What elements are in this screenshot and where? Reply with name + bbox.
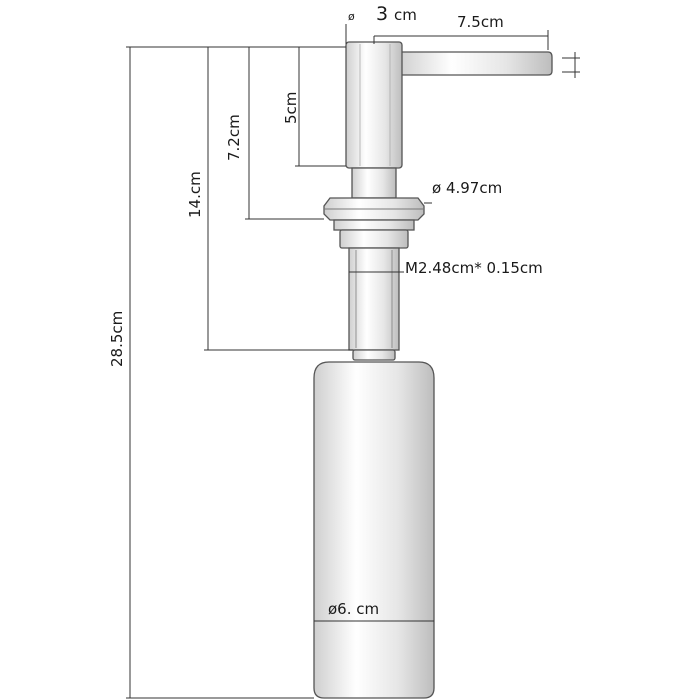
- nozzle-diameter-symbol: ø: [348, 10, 355, 23]
- dispenser-outline: [313, 41, 553, 699]
- head-neck: [351, 167, 397, 199]
- collar-height-label: 7.2cm: [225, 114, 243, 161]
- head-height-label: 5cm: [282, 92, 300, 124]
- spout-arm: [397, 51, 553, 76]
- bottle-connector: [352, 349, 396, 361]
- spout-length-label: 7.5cm: [457, 13, 504, 31]
- pump-head: [345, 41, 403, 169]
- total-height-label: 28.5cm: [108, 311, 126, 367]
- flange-diameter-label: ø 4.97cm: [432, 179, 502, 197]
- mount-nut: [339, 229, 409, 249]
- nozzle-diameter-unit: cm: [394, 6, 417, 24]
- nozzle-diameter-value: 3: [376, 3, 388, 25]
- threaded-height-label: 14.cm: [186, 171, 204, 218]
- dimension-labels: ø 3 cm 7.5cm 5cm 7.2cm 14.cm 28.5cm ø 4.…: [108, 3, 543, 618]
- threaded-tube: [348, 247, 400, 351]
- thread-spec-label: M2.48cm* 0.15cm: [405, 259, 543, 277]
- gasket: [333, 219, 415, 231]
- bottle: [313, 361, 435, 699]
- dimension-lines: [126, 24, 580, 699]
- bottle-diameter-label: ø6. cm: [328, 600, 379, 618]
